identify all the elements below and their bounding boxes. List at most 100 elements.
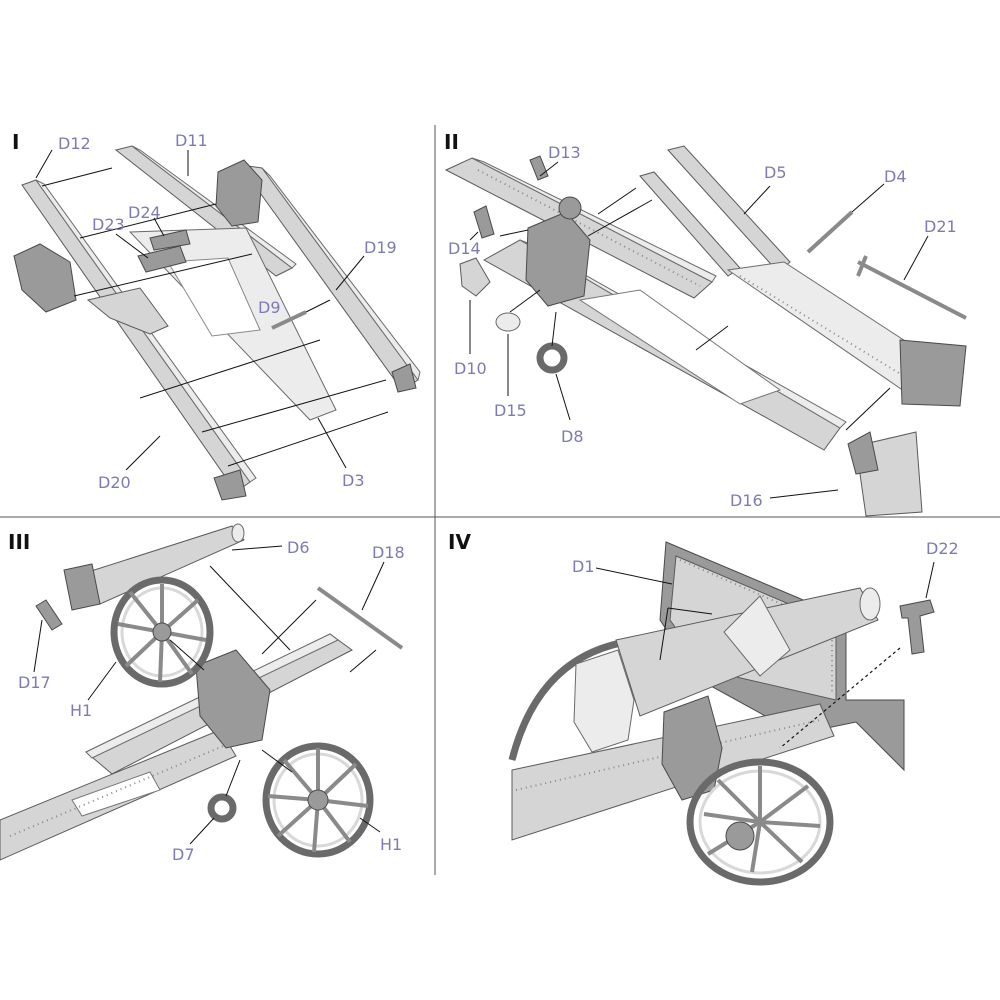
- upper-carriage-rivets: [477, 169, 701, 287]
- leader-d23: [115, 233, 149, 259]
- assembly-arrow: [845, 387, 891, 431]
- label-h1-upper: H1: [70, 701, 92, 720]
- panel-numeral: III: [8, 530, 30, 554]
- assembly-arrow: [227, 411, 389, 467]
- assembly-arrow: [509, 289, 541, 313]
- handle-d21: [857, 260, 967, 320]
- leader-d13: [539, 161, 559, 177]
- label-d1: D1: [572, 557, 595, 576]
- part-d17: [35, 599, 63, 631]
- upper-trail-rail-top: [131, 145, 297, 269]
- assembly-arrow: [499, 229, 529, 237]
- label-d10: D10: [454, 359, 487, 378]
- trail-plate-rivets: [739, 275, 931, 393]
- label-d17: D17: [18, 673, 51, 692]
- assembly-arrow: [169, 639, 205, 671]
- assembly-arrow: [73, 253, 253, 297]
- label-d14: D14: [448, 239, 481, 258]
- lower-trail-opening: [578, 289, 782, 405]
- leader-d4: [851, 183, 885, 213]
- assembly-arrow: [261, 599, 317, 655]
- part-d13: [529, 155, 549, 181]
- leader-d20: [125, 435, 161, 471]
- leader-d17: [33, 619, 43, 673]
- wheel-h1-lower: [262, 742, 374, 858]
- leader-d24: [153, 217, 165, 237]
- rail-foot-right: [391, 363, 417, 393]
- label-d15: D15: [494, 401, 527, 420]
- leader-h1-upper: [87, 661, 117, 701]
- label-d5: D5: [764, 163, 787, 182]
- label-d8: D8: [561, 427, 584, 446]
- leader-d1-bracket: [659, 607, 669, 661]
- assembly-arrow: [261, 749, 293, 773]
- right-trail-rail-top: [261, 167, 421, 382]
- leader-d21: [903, 235, 929, 281]
- trail-cheek-bracket: [215, 159, 263, 227]
- assembly-arrow: [349, 649, 377, 673]
- spade-end: [899, 339, 967, 407]
- upper-carriage-top: [471, 157, 717, 283]
- assembly-arrow: [201, 379, 387, 433]
- leader-d18: [361, 561, 385, 611]
- assembly-arrow: [305, 299, 331, 313]
- leader-d19: [335, 255, 365, 291]
- leader-h1-lower: [359, 817, 381, 833]
- bar-d18: [316, 586, 404, 650]
- assembly-arrow: [587, 199, 653, 237]
- leader-d6: [231, 545, 283, 551]
- assembly-arrow: [695, 325, 729, 351]
- wheel-rear: [508, 636, 641, 761]
- panel-1: I: [12, 130, 421, 501]
- label-h1-lower: H1: [380, 835, 402, 854]
- label-d23: D23: [92, 215, 125, 234]
- panel-numeral: I: [12, 130, 19, 154]
- leader-d3: [317, 417, 347, 469]
- rail-foot-left: [213, 469, 247, 501]
- barrel-muzzle: [231, 523, 245, 543]
- cross-piece-d23: [137, 245, 187, 273]
- label-d11: D11: [175, 131, 208, 150]
- label-d4: D4: [884, 167, 907, 186]
- handwheel-d8: [536, 342, 568, 374]
- trail-side-d5-b: [667, 145, 791, 273]
- assembly-arrow: [41, 167, 113, 187]
- disc-d15: [495, 312, 521, 332]
- crank-d22: [899, 599, 935, 655]
- label-d21: D21: [924, 217, 957, 236]
- wheel-front: [686, 758, 834, 886]
- panel-2: II: [444, 130, 967, 517]
- leader-d8: [555, 373, 571, 421]
- label-d13: D13: [548, 143, 581, 162]
- assembly-arrow: [225, 759, 241, 797]
- leader-d5: [743, 185, 771, 215]
- panel-3: III: [0, 523, 405, 864]
- pin-d9: [271, 310, 307, 330]
- leader-d22: [925, 561, 935, 599]
- handle-d21-grip: [856, 255, 868, 277]
- label-d7: D7: [172, 845, 195, 864]
- panel-4: IV: [448, 530, 959, 886]
- label-d20: D20: [98, 473, 131, 492]
- breech-block: [63, 563, 101, 611]
- panel-numeral: II: [444, 130, 459, 154]
- carriage-cradle: [13, 243, 77, 313]
- label-d19: D19: [364, 238, 397, 257]
- assembly-arrow: [551, 311, 557, 347]
- trail-opening: [71, 771, 161, 817]
- shield-cone: [723, 595, 791, 677]
- leader-d12: [35, 149, 53, 179]
- assembly-dashed-line: [779, 647, 901, 749]
- rod-d4: [806, 210, 854, 254]
- part-d14: [473, 205, 495, 239]
- cross-piece-d24: [149, 229, 191, 251]
- leader-d14: [469, 231, 479, 241]
- cradle-arm: [86, 287, 169, 335]
- barrel-muzzle: [859, 587, 881, 621]
- barrel-d6: [87, 525, 245, 605]
- assembly-arrow: [139, 339, 321, 399]
- label-d12: D12: [58, 134, 91, 153]
- floor-plate-opening: [167, 257, 261, 337]
- leader-d16: [769, 489, 839, 499]
